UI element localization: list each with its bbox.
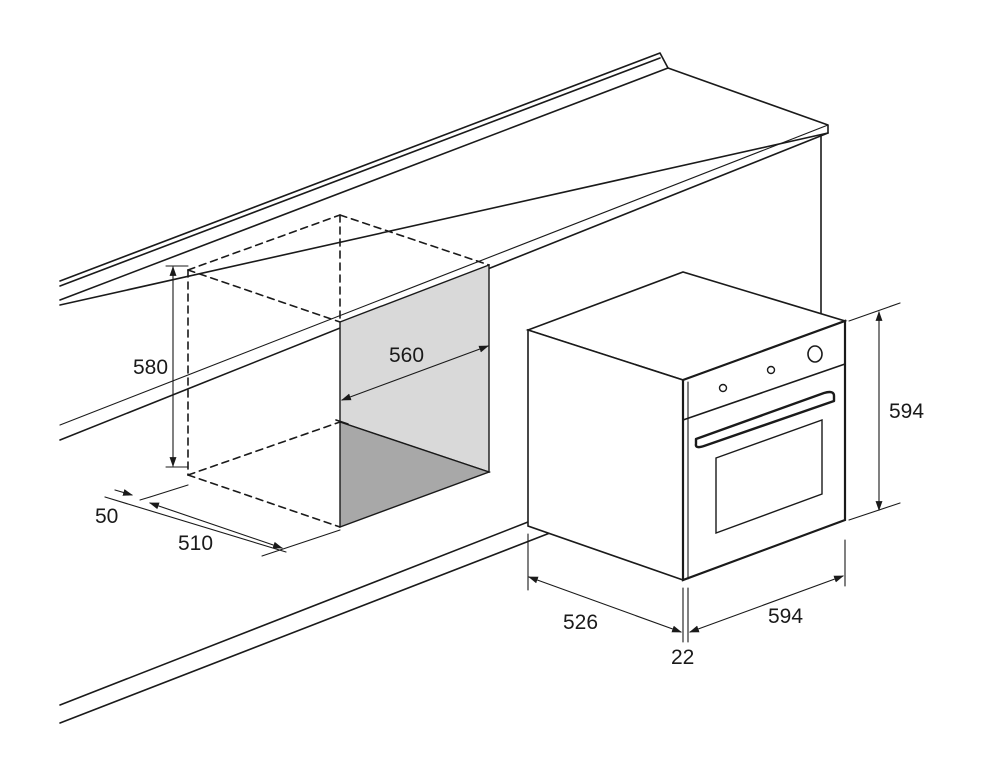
niche-width-label: 560 — [389, 344, 424, 367]
oven-knob-middle — [766, 365, 776, 375]
niche-floor — [339, 421, 492, 529]
oven-height-label: 594 — [889, 400, 924, 423]
oven-window — [715, 419, 823, 535]
oven-knob-left — [718, 383, 728, 393]
oven-knob-right — [807, 345, 823, 363]
dimension-lines — [104, 265, 901, 643]
oven-depth-label: 526 — [563, 611, 598, 634]
oven-handle — [694, 390, 836, 449]
niche-height-label: 580 — [133, 356, 168, 379]
door-thickness-label: 22 — [671, 646, 694, 669]
cabinet-structure — [59, 134, 822, 724]
niche — [187, 214, 492, 529]
oven-width-label: 594 — [768, 605, 803, 628]
niche-gap-label: 50 — [95, 505, 118, 528]
oven — [525, 271, 848, 582]
niche-depth-label: 510 — [178, 532, 213, 555]
